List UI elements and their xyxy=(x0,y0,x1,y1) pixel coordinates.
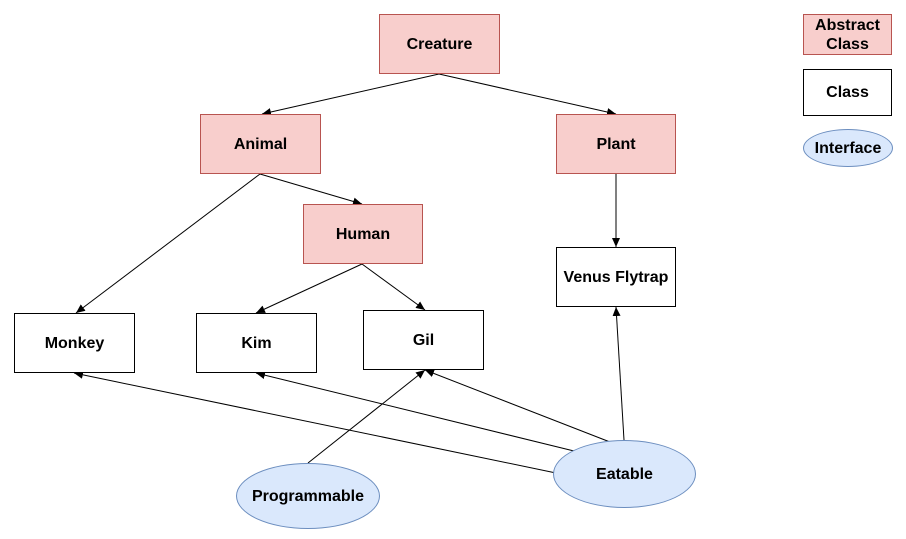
node-gil-label: Gil xyxy=(412,331,435,349)
edge-animal-to-monkey xyxy=(75,173,261,314)
legend-abstract-class-label: Abstract Class xyxy=(815,16,880,53)
edge-eatable-to-monkey xyxy=(73,370,557,474)
node-creature[interactable]: Creature xyxy=(379,14,500,74)
node-animal[interactable]: Animal xyxy=(200,114,321,174)
node-animal-label: Animal xyxy=(233,135,288,153)
legend-interface-label: Interface xyxy=(814,139,882,157)
node-kim-label: Kim xyxy=(241,334,272,352)
edge-eatable-to-venus-flytrap xyxy=(612,306,625,441)
edge-animal-to-human xyxy=(259,173,363,206)
legend-class: Class xyxy=(803,69,892,116)
node-venus-flytrap[interactable]: Venus Flytrap xyxy=(556,247,676,307)
node-monkey[interactable]: Monkey xyxy=(14,313,135,373)
node-monkey-label: Monkey xyxy=(44,334,105,352)
node-venus-flytrap-label: Venus Flytrap xyxy=(563,268,669,286)
node-creature-label: Creature xyxy=(406,35,473,53)
legend-abstract-class: Abstract Class xyxy=(803,14,892,55)
node-programmable[interactable]: Programmable xyxy=(236,463,380,529)
edge-human-to-kim xyxy=(255,263,363,314)
edge-creature-to-plant xyxy=(438,73,617,116)
node-plant[interactable]: Plant xyxy=(556,114,676,174)
node-eatable[interactable]: Eatable xyxy=(553,440,696,508)
node-human[interactable]: Human xyxy=(303,204,423,264)
node-plant-label: Plant xyxy=(596,135,636,153)
node-human-label: Human xyxy=(335,225,391,243)
node-gil[interactable]: Gil xyxy=(363,310,484,370)
node-eatable-label: Eatable xyxy=(596,465,653,483)
edge-programmable-to-gil xyxy=(307,369,426,464)
legend-interface: Interface xyxy=(803,129,893,167)
edge-eatable-to-kim xyxy=(255,371,575,452)
node-kim[interactable]: Kim xyxy=(196,313,317,373)
edge-creature-to-animal xyxy=(261,73,440,116)
node-programmable-label: Programmable xyxy=(251,487,365,505)
edge-eatable-to-gil xyxy=(424,369,611,443)
edge-human-to-gil xyxy=(361,263,426,311)
legend-class-label: Class xyxy=(826,84,869,101)
